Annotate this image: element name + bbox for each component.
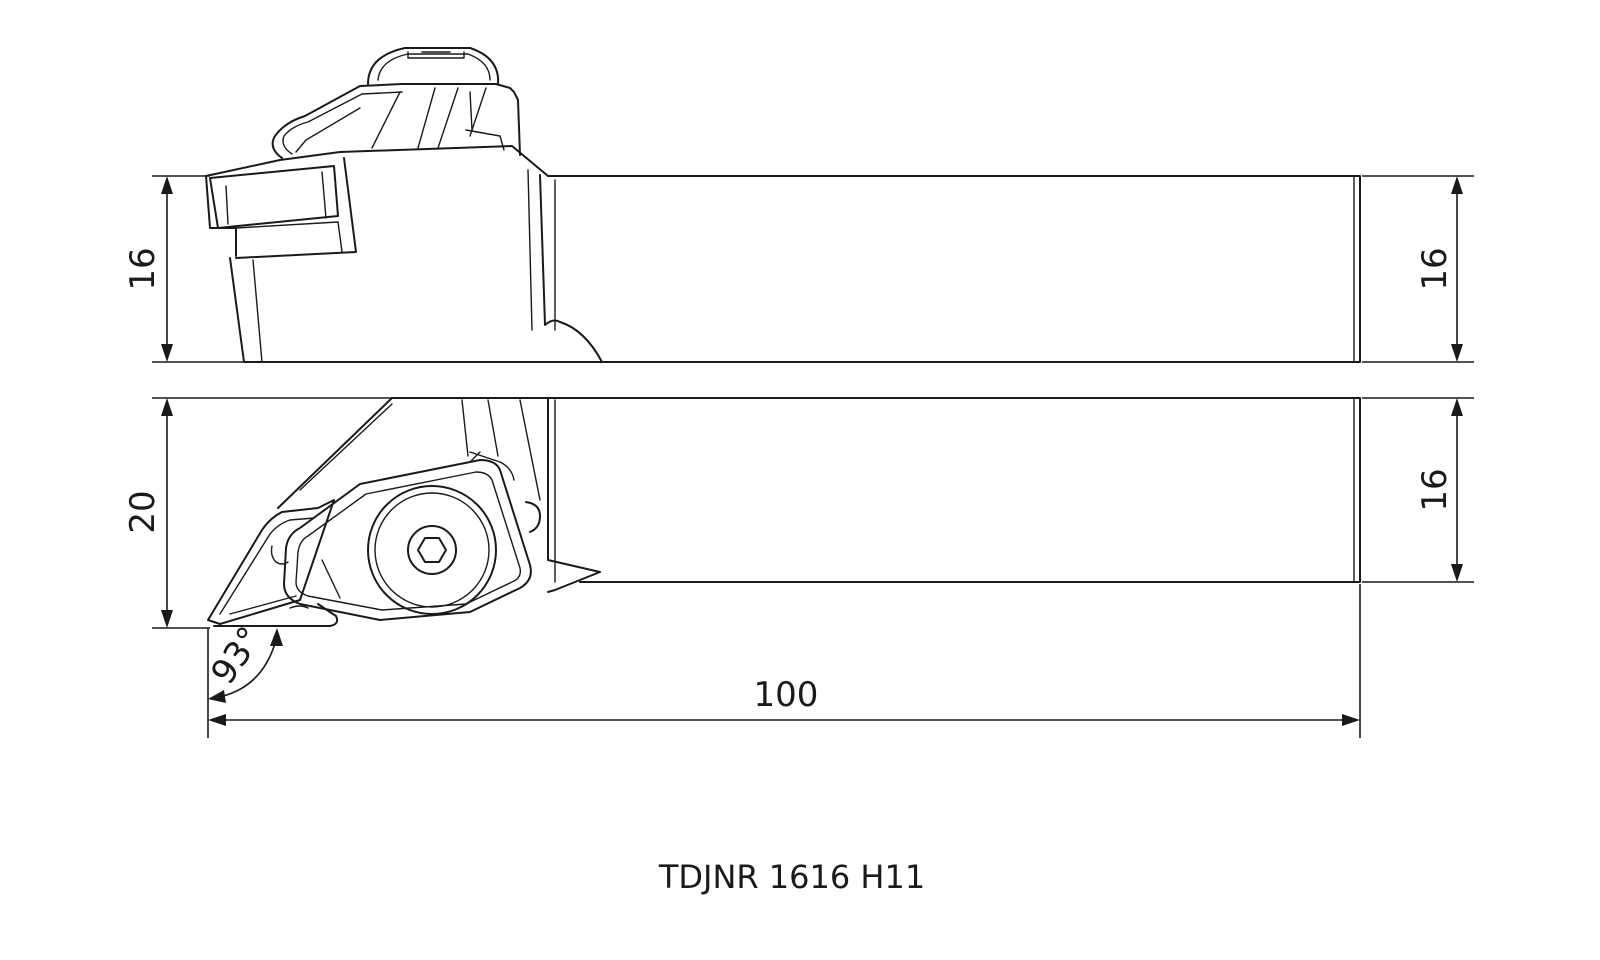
dim-length-label: 100	[754, 675, 819, 715]
top-view-insert	[207, 499, 339, 627]
side-view	[205, 47, 1361, 363]
top-view-pin	[525, 501, 541, 533]
dim-angle	[208, 628, 283, 703]
top-view-clamp	[283, 451, 532, 621]
side-view-head	[205, 145, 603, 363]
dim-top-right-label: 16	[1415, 468, 1455, 511]
dim-side-right-label: 16	[1415, 247, 1455, 290]
side-view-shank	[547, 175, 1361, 363]
side-view-screw	[367, 47, 500, 85]
dim-length	[207, 584, 1361, 738]
dim-top-left	[152, 397, 546, 629]
dim-top-left-label: 20	[123, 490, 163, 533]
dim-side-right	[1362, 175, 1474, 363]
drawing-caption: TDJNR 1616 H11	[658, 858, 925, 896]
dim-angle-label: 93°	[203, 620, 270, 692]
dim-side-left	[152, 175, 246, 363]
side-view-clamp	[271, 83, 521, 159]
top-view-shank	[547, 397, 1361, 583]
top-view-wiper	[270, 545, 289, 565]
top-view-screw	[367, 485, 497, 615]
top-view	[207, 397, 1361, 627]
dim-side-left-label: 16	[123, 247, 163, 290]
dim-top-right	[1362, 397, 1474, 583]
side-view-insert	[209, 157, 357, 259]
